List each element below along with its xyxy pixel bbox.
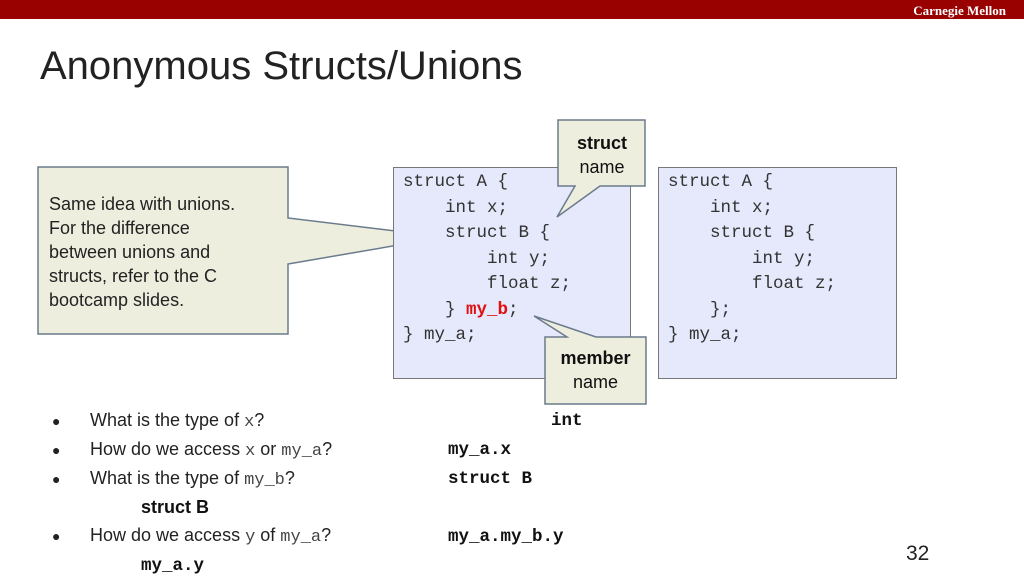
question-text: How do we access [90,525,246,545]
answer-2: my_a.x [448,440,512,460]
question-text: ? [321,525,332,545]
question-text: or [255,439,282,459]
code-closing-suffix: ; [508,299,519,320]
code-closing-prefix: } [403,299,467,320]
callout-line: bootcamp slides. [49,290,185,310]
code-line: int y; [403,248,551,269]
code-line: } my_a; [668,325,742,345]
callout-line: between unions and [49,242,211,262]
question-code: x [245,442,256,461]
slide-title: Anonymous Structs/Unions [40,44,523,88]
question-text: ? [254,410,265,430]
question-code: y [245,528,256,547]
page-number: 32 [906,542,930,565]
sub-answer-4: my_a.y [141,556,205,576]
code-line: int x; [403,197,509,218]
question-code: x [244,413,255,432]
bullet: ● [52,471,61,487]
question-text: ? [322,439,333,459]
bullet: ● [52,442,61,458]
bubble-normal: name [572,372,619,392]
code-line: struct B { [403,223,551,243]
question-3: ● What is the type of my_b? [52,468,295,490]
struct-name-bubble-shape [556,119,646,218]
answer-3: struct B [448,469,533,489]
code-line: struct A { [403,172,509,192]
question-1: ● What is the type of x? [52,410,264,432]
callout-line: structs, refer to the C [49,266,218,286]
code-line: struct B { [668,223,816,243]
bubble-normal: name [579,157,625,177]
code-line: float z; [403,274,572,294]
code-box-right: struct A { int x; struct B { int y; floa… [658,167,897,379]
callout-line: For the difference [49,218,190,238]
answer-1: int [551,411,583,431]
answer-4: my_a.my_b.y [448,527,564,547]
question-text: How do we access [90,439,246,459]
bullet: ● [52,528,61,544]
callout-line: Same idea with unions. [49,194,236,214]
bullet: ● [52,413,61,429]
code-line: } my_a; [403,325,477,345]
code-line: struct A { [668,172,774,192]
code-line-closing: } my_b; [403,300,519,320]
info-callout: Same idea with unions. For the differenc… [49,192,235,312]
question-text: of [255,525,281,545]
bubble-bold: member [560,348,631,368]
code-line: float z; [668,274,837,294]
member-name-bubble-shape [533,315,647,405]
question-code: my_a [280,528,322,547]
code-line: }; [668,299,732,320]
code-line: int y; [668,248,816,269]
question-text: What is the type of [90,468,245,488]
member-name-bubble: member name [546,346,645,394]
question-text: What is the type of [90,410,245,430]
member-highlight: my_b [466,299,509,320]
question-2: ● How do we access x or my_a? [52,439,332,461]
top-bar: Carnegie Mellon [0,0,1024,19]
question-text: ? [284,468,295,488]
question-code: my_a [281,442,323,461]
info-callout-shape [37,166,446,335]
struct-name-bubble: struct name [560,131,644,179]
question-4: ● How do we access y of my_a? [52,525,331,547]
question-code: my_b [244,471,285,490]
bubble-bold: struct [576,133,627,153]
sub-answer-3: struct B [141,497,210,517]
brand-label: Carnegie Mellon [913,3,1006,18]
code-line: int x; [668,197,774,218]
